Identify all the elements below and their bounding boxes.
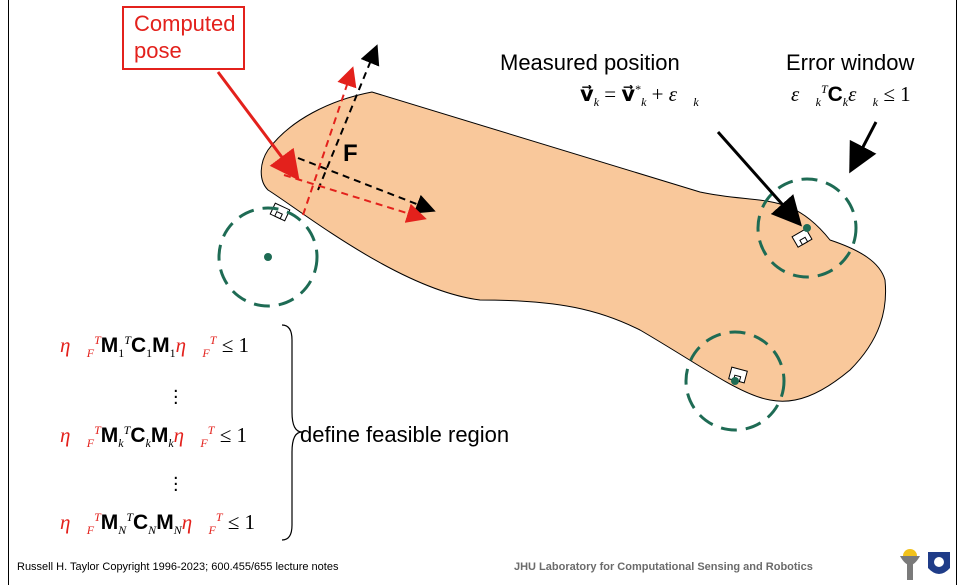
constraint-1: η⃗FTM1TC1M1η⃗FT ≤ 1 bbox=[60, 333, 249, 361]
feasible-region-brace bbox=[281, 324, 303, 541]
measured-position-arrow bbox=[716, 131, 802, 227]
measured-position-equation: v⃗k = v⃗*k + ε⃗k bbox=[580, 82, 699, 110]
slide-frame bbox=[8, 0, 957, 585]
error-window-bottom bbox=[684, 330, 786, 432]
computed-pose-arrow bbox=[216, 71, 300, 181]
callout-line-1: Computed bbox=[134, 11, 236, 36]
pose-axis-y bbox=[302, 66, 357, 216]
computed-pose-callout: Computed pose bbox=[122, 6, 245, 70]
feasible-region-label: define feasible region bbox=[300, 422, 510, 447]
callout-line-2: pose bbox=[134, 38, 182, 63]
error-window-left bbox=[217, 206, 319, 308]
bone-shape bbox=[260, 91, 887, 402]
frame-axis-y bbox=[317, 44, 380, 191]
error-window-right bbox=[756, 177, 858, 279]
measured-position-label: Measured position bbox=[500, 50, 680, 75]
marker-left bbox=[269, 202, 291, 222]
jhu-logo bbox=[900, 549, 950, 580]
footer-copyright: Russell H. Taylor Copyright 1996-2023; 6… bbox=[17, 561, 339, 573]
ellipsis-1: ... bbox=[173, 375, 179, 409]
footer-lab-name: JHU Laboratory for Computational Sensing… bbox=[514, 561, 813, 573]
ellipsis-2: ... bbox=[173, 462, 179, 496]
marker-right bbox=[791, 228, 813, 248]
error-window-label: Error window bbox=[786, 50, 915, 75]
frame-label: F bbox=[343, 140, 358, 167]
constraint-N: η⃗FTMNTCNMNη⃗FT ≤ 1 bbox=[60, 510, 256, 538]
pose-axis-x bbox=[283, 174, 427, 223]
constraint-k: η⃗FTMkTCkMkη⃗FT ≤ 1 bbox=[60, 423, 247, 451]
error-window-arrow bbox=[849, 121, 878, 174]
error-window-equation: ε⃗kTCkε⃗k ≤ 1 bbox=[791, 82, 911, 110]
